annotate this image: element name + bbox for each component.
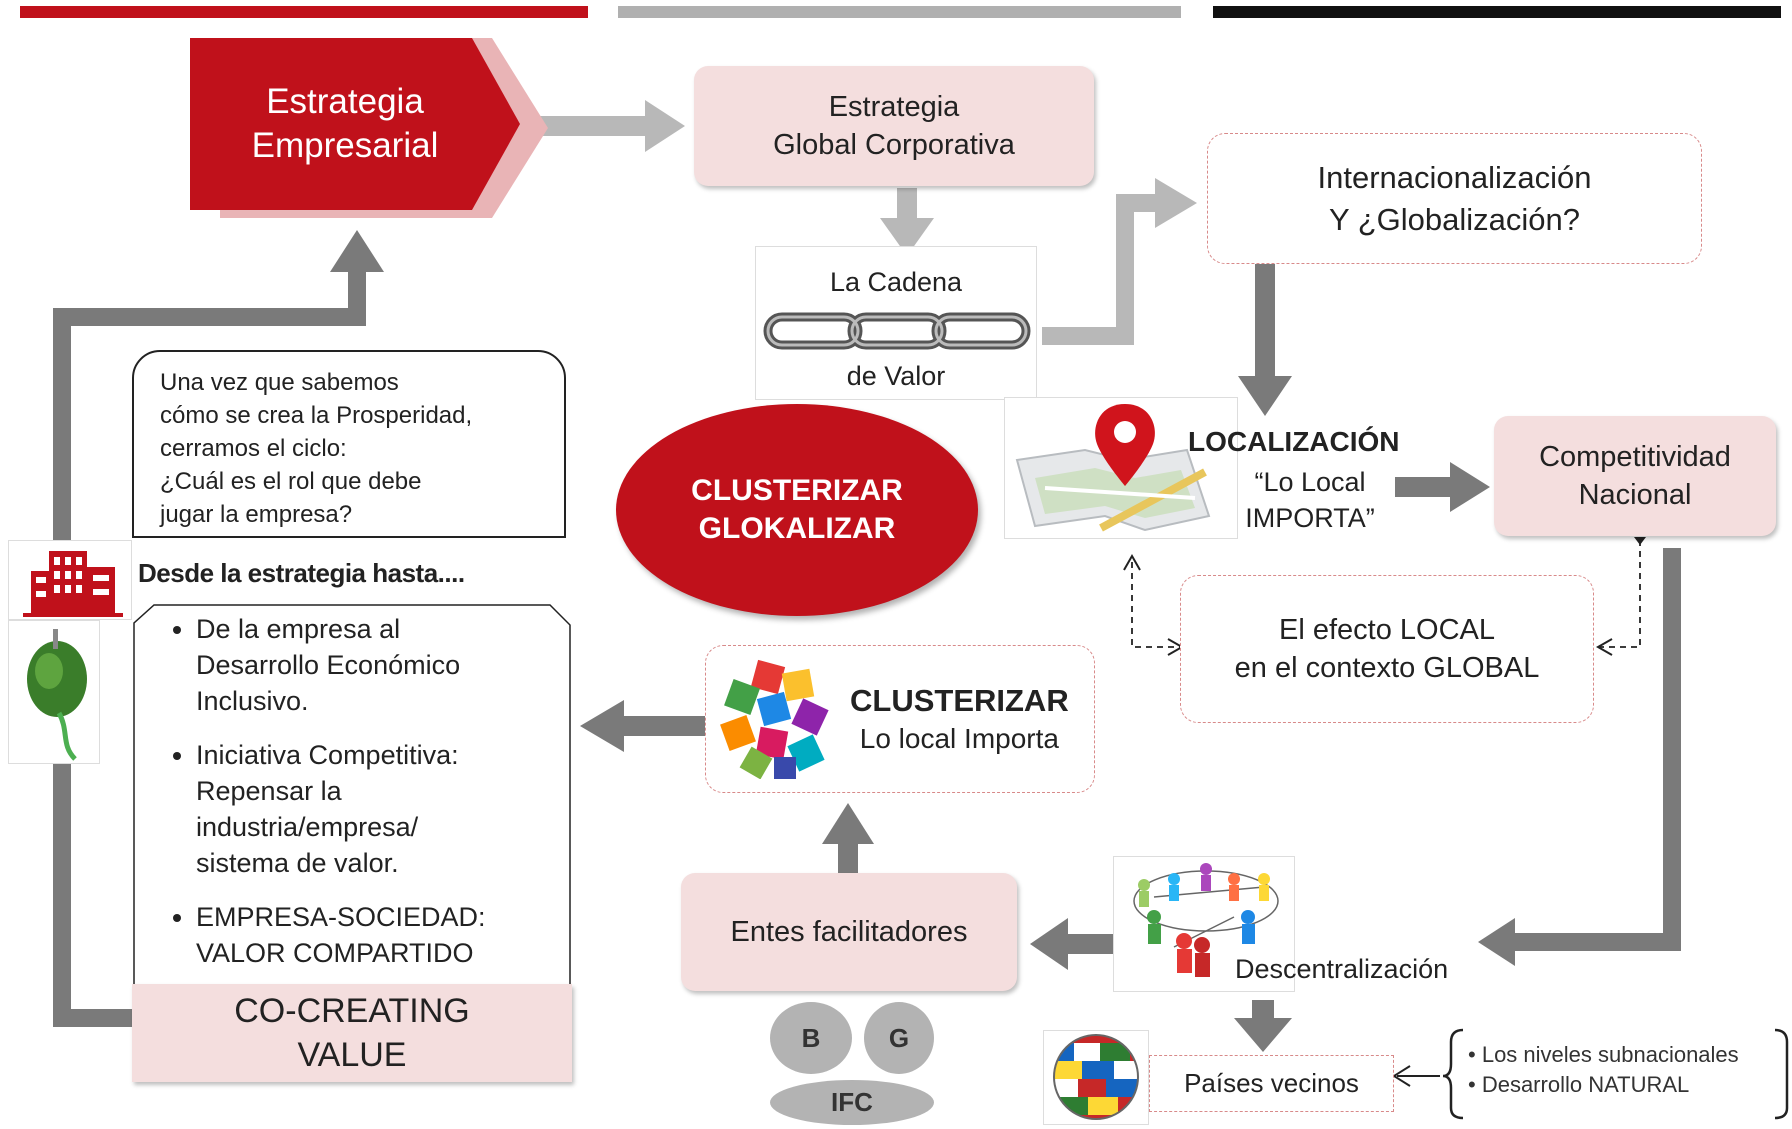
circle-ifc: IFC <box>770 1080 934 1125</box>
cadena-valor-panel: La Cadena de Valor <box>755 246 1037 400</box>
internacionalizacion-box: Internacionalización Y ¿Globalización? <box>1207 133 1702 264</box>
circle-b: B <box>770 1002 852 1074</box>
green-plug-icon <box>8 620 100 764</box>
map-pin-icon <box>1015 404 1211 532</box>
chain-icon <box>762 309 1032 358</box>
bullet-list-box: De la empresa al Desarrollo Económico In… <box>132 603 572 985</box>
clusterizar-box-sub: Lo local Importa <box>859 723 1059 754</box>
paises-vecinos-box: Países vecinos <box>1149 1055 1394 1112</box>
colorful-cluster-icon <box>720 659 829 779</box>
top-bar-red <box>20 6 588 18</box>
descentralizacion-label: Descentralización <box>1235 954 1449 984</box>
estrategia-global-box: Estrategia Global Corporativa <box>694 66 1094 186</box>
prosperity-bubble: Una vez que sabemos cómo se crea la Pros… <box>132 350 566 538</box>
bullet-item: Iniciativa Competitiva: Repensar la indu… <box>196 737 616 881</box>
flag-globe-icon <box>1043 1030 1149 1125</box>
localizacion-title: LOCALIZACIÓN <box>1188 426 1400 457</box>
top-bar-gray <box>618 6 1181 18</box>
clusterizar-box: CLUSTERIZAR Lo local Importa <box>705 645 1095 793</box>
circle-g: G <box>864 1002 934 1074</box>
estrategia-empresarial: Estrategia Empresarial <box>251 82 439 165</box>
estrategia-empresarial-shape <box>190 38 550 218</box>
entes-facilitadores-box: Entes facilitadores <box>681 873 1017 991</box>
niveles-item: • Desarrollo NATURAL <box>1468 1072 1690 1097</box>
clusterizar-box-title: CLUSTERIZAR <box>850 683 1069 718</box>
niveles-list: • Los niveles subnacionales • Desarrollo… <box>1468 1040 1739 1100</box>
cadena-top-label: La Cadena <box>829 267 963 297</box>
descentralizacion-panel <box>1113 856 1295 992</box>
bullet-item: De la empresa al Desarrollo Económico In… <box>196 611 616 719</box>
competitividad-box: Competitividad Nacional <box>1494 416 1776 536</box>
top-bar-black <box>1213 6 1781 18</box>
co-creating-value-box: CO-CREATING VALUE <box>132 984 572 1082</box>
niveles-item: • Los niveles subnacionales <box>1468 1042 1739 1067</box>
building-icon <box>8 540 132 620</box>
efecto-local-box: El efecto LOCAL en el contexto GLOBAL <box>1180 575 1594 723</box>
cadena-bottom-label: de Valor <box>846 361 946 391</box>
people-network-icon <box>1133 863 1279 977</box>
desde-heading: Desde la estrategia hasta.... <box>138 558 465 588</box>
localizacion-sub: “Lo Local IMPORTA” <box>1245 467 1375 533</box>
localizacion-panel <box>1004 397 1238 539</box>
bullet-item: EMPRESA-SOCIEDAD: VALOR COMPARTIDO <box>196 899 616 971</box>
clusterizar-glokalizar-oval: CLUSTERIZAR GLOKALIZAR <box>616 404 978 616</box>
